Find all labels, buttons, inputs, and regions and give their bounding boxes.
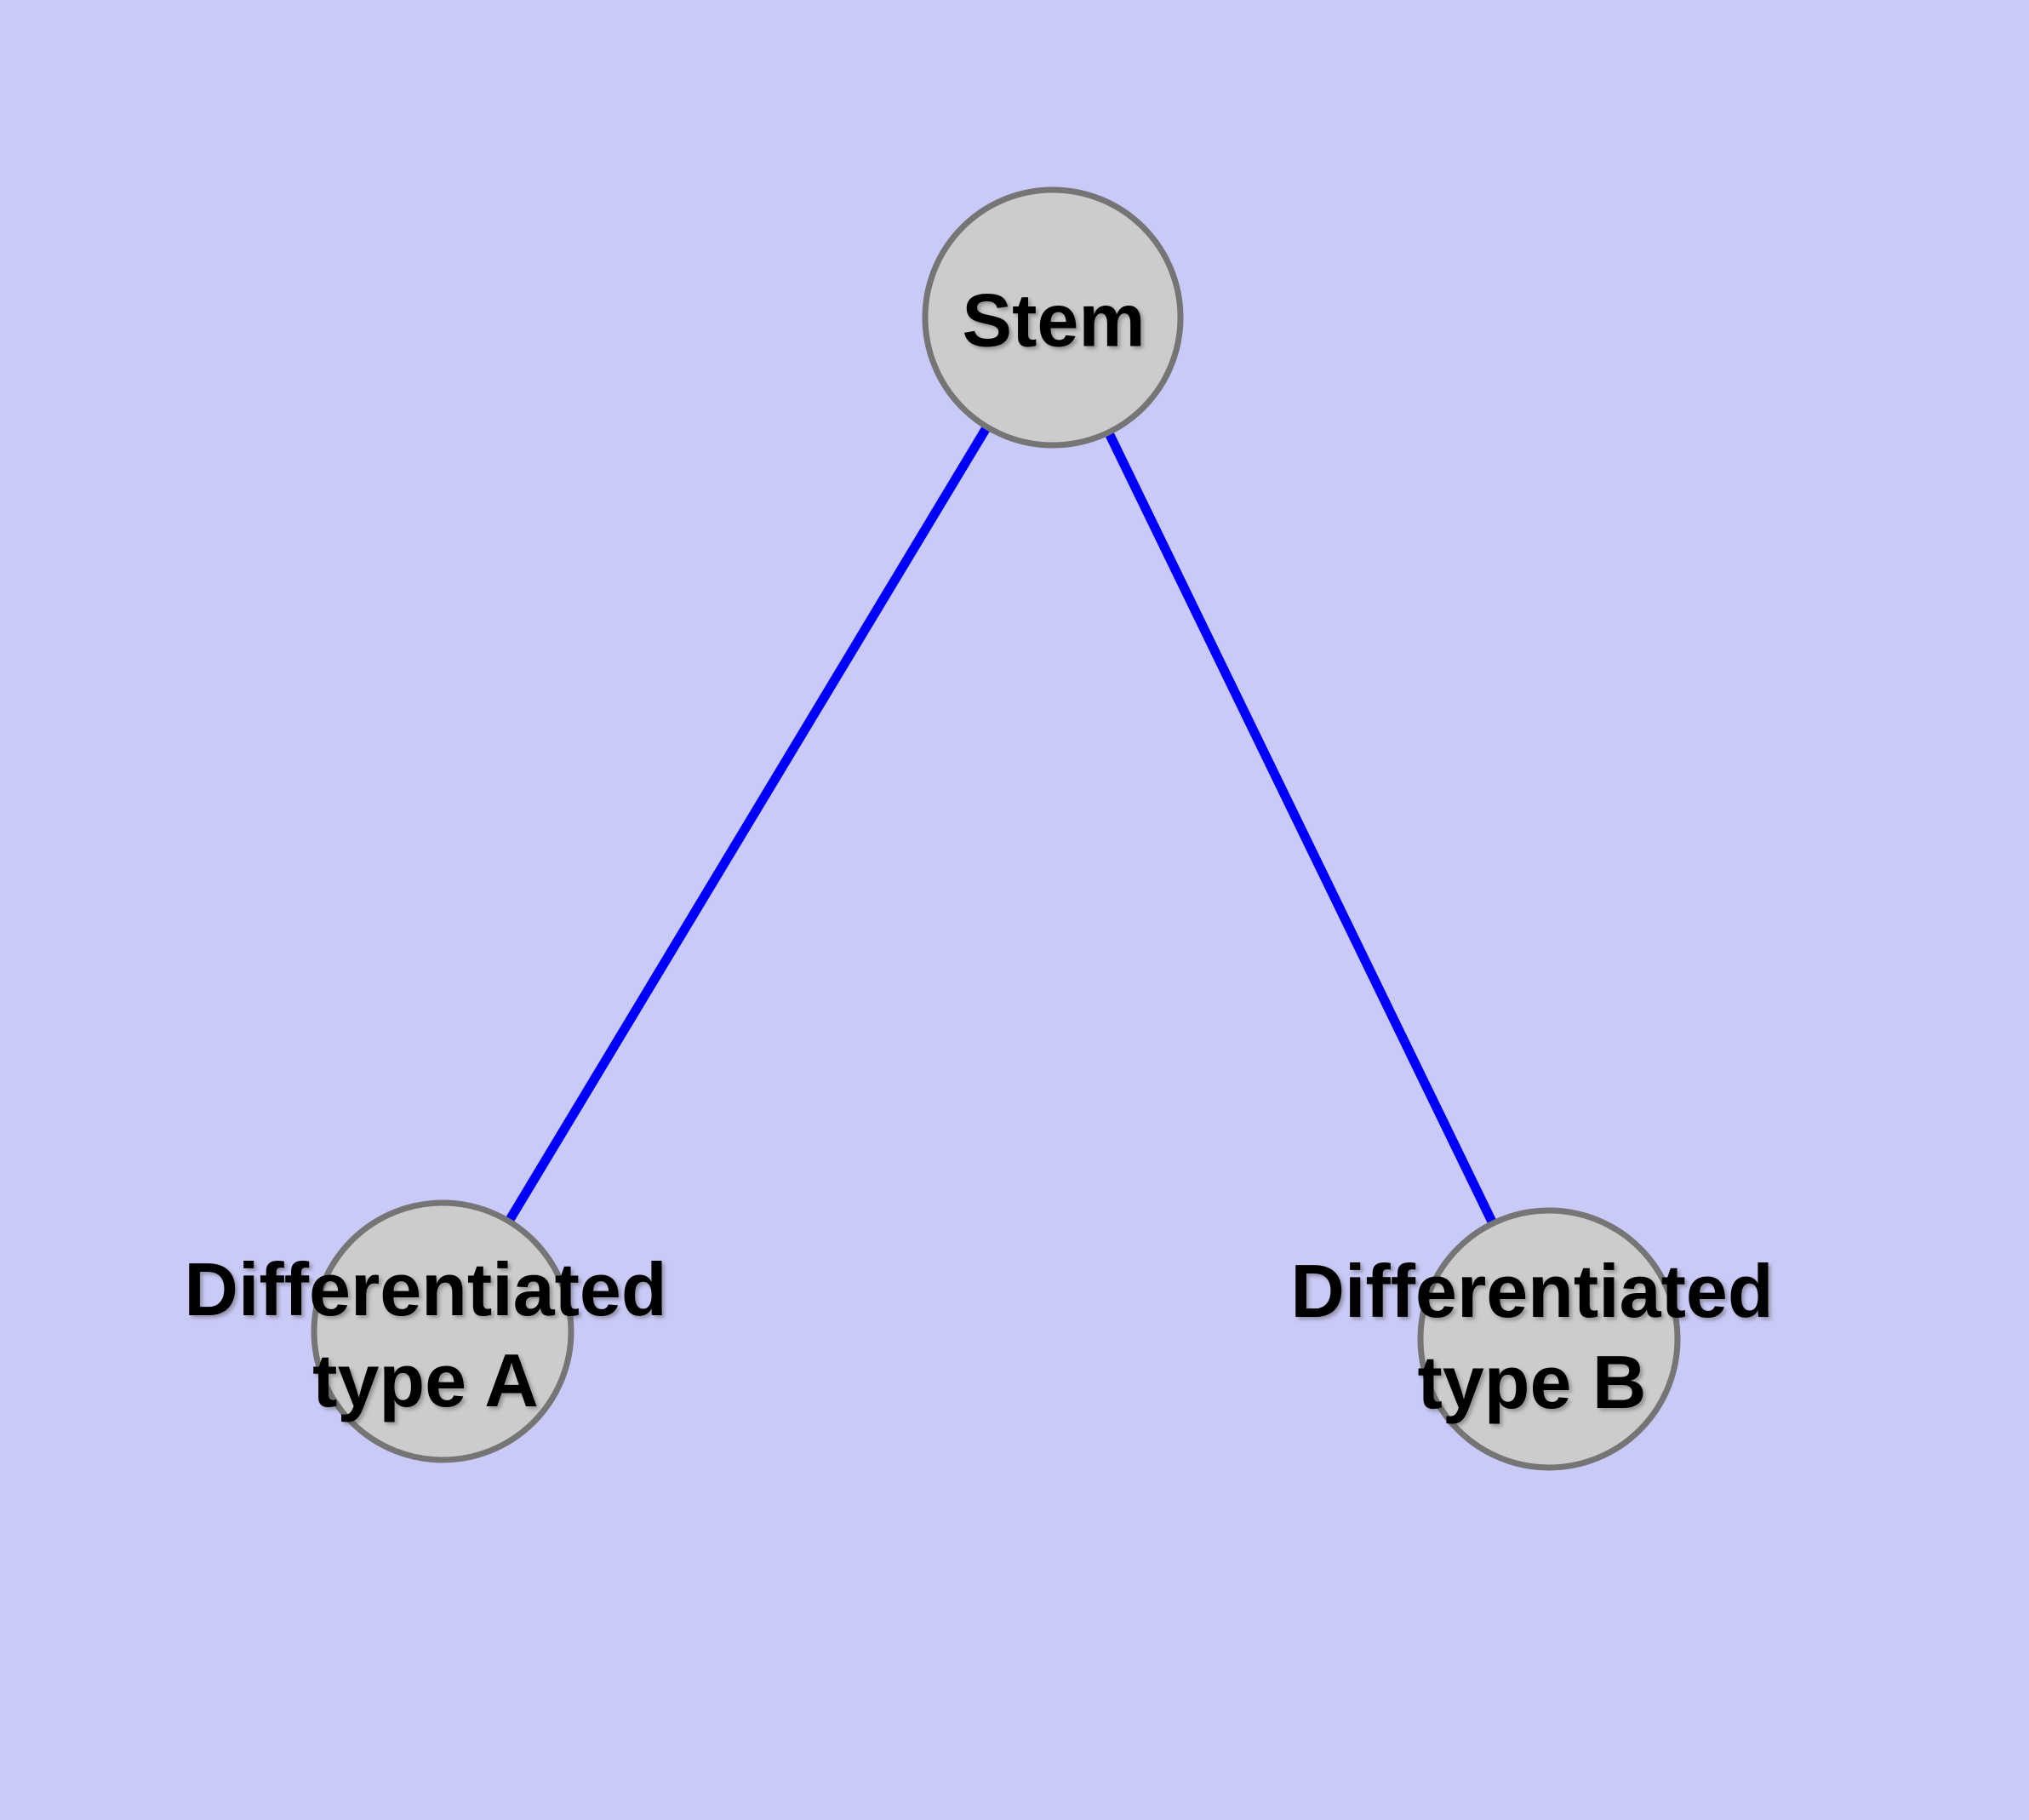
node-differentiated-type-b	[1417, 1207, 1681, 1471]
node-differentiated-type-a	[311, 1199, 574, 1463]
node-stem	[922, 186, 1184, 449]
edge-stem-to-differentiated-type-a	[438, 315, 1057, 1334]
edge-stem-to-differentiated-type-b	[1049, 315, 1553, 1342]
